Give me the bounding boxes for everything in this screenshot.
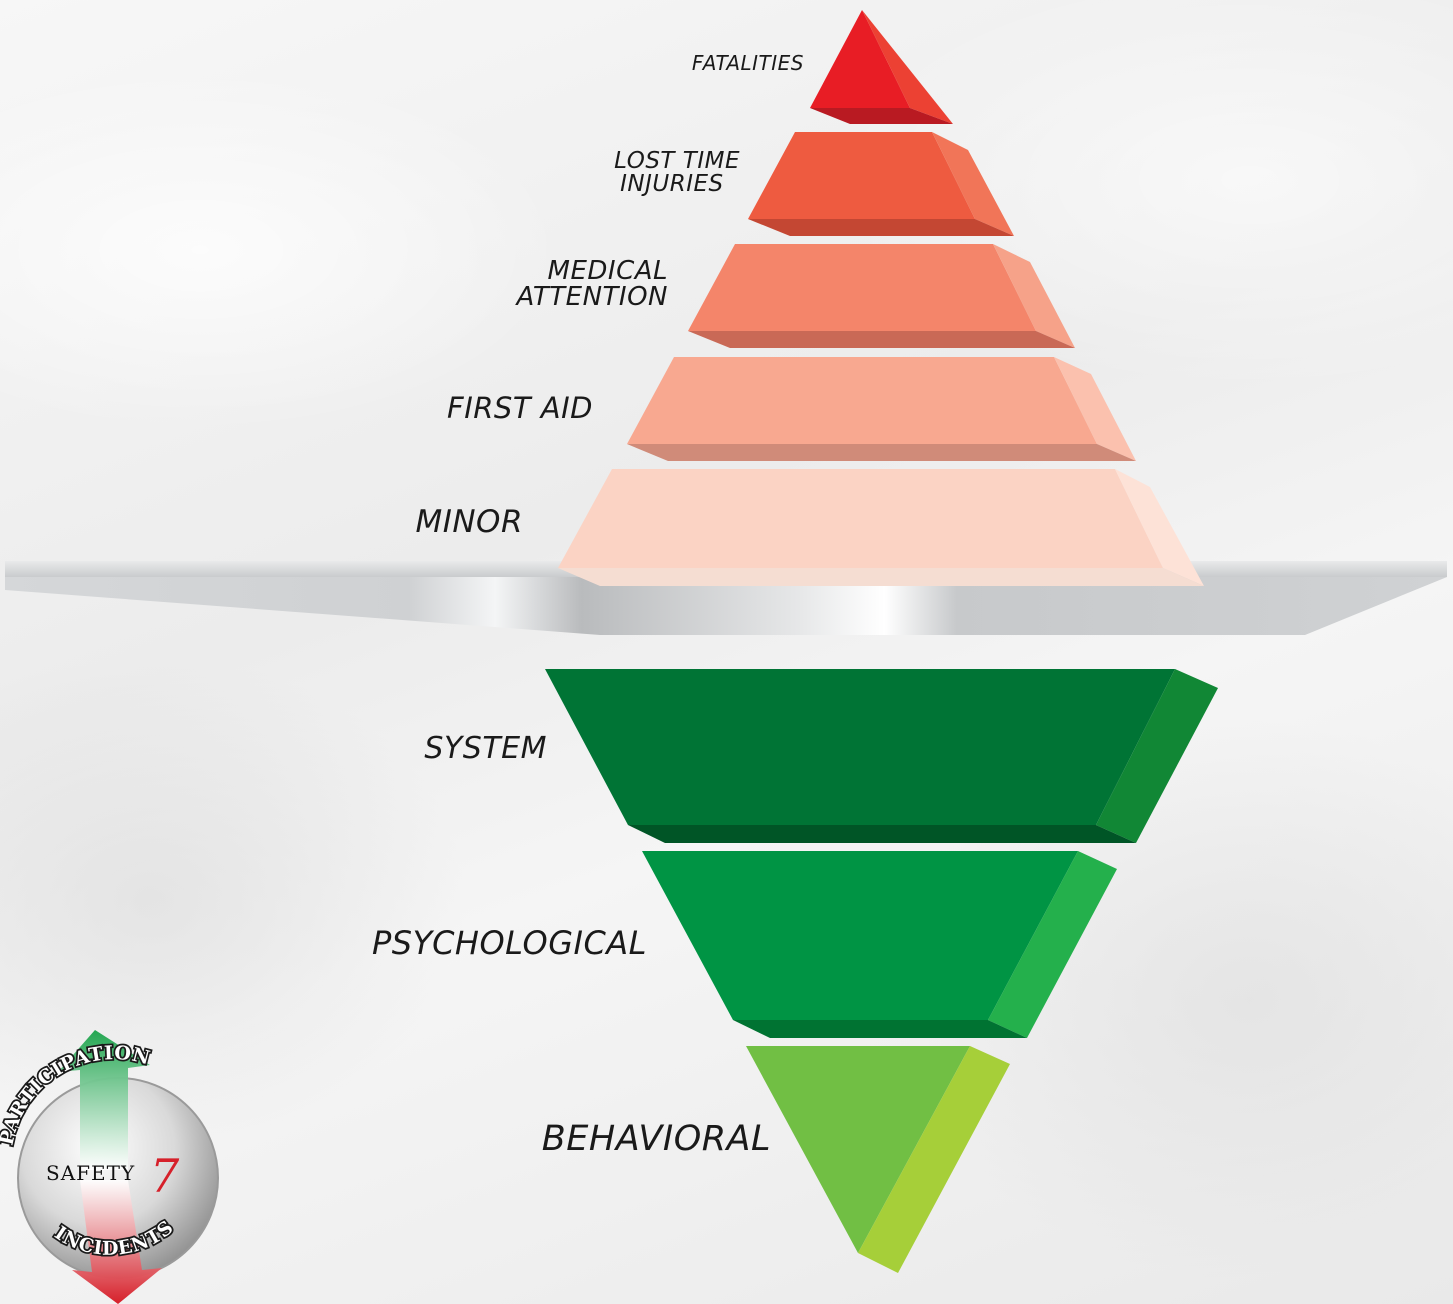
- pyramid-above-waterline: [558, 10, 1204, 586]
- label-lost-time-injuries-line-2: INJURIES: [620, 171, 724, 197]
- label-minor-line-1: MINOR: [415, 504, 523, 540]
- level-fatalities: [810, 10, 953, 124]
- label-behavioral: BEHAVIORAL: [542, 1122, 771, 1157]
- level-system-bottom: [628, 825, 1136, 843]
- level-minor: [558, 469, 1204, 586]
- label-first-aid-line-1: FIRST AID: [447, 391, 593, 425]
- level-fatalities-side: [862, 10, 953, 124]
- level-behavioral-side: [858, 1046, 1010, 1273]
- level-fatalities-face: [810, 10, 910, 108]
- level-medical-attention-face: [688, 244, 1036, 331]
- level-psychological-face: [642, 851, 1078, 1020]
- level-psychological-bottom: [733, 1020, 1027, 1038]
- label-lost-time-injuries: LOST TIME INJURIES: [614, 150, 740, 196]
- level-first-aid: [627, 357, 1136, 461]
- level-medical-attention-side: [993, 244, 1075, 348]
- level-lost-time-injuries-bottom: [748, 219, 1014, 236]
- pyramid-below-waterline: [545, 669, 1218, 1273]
- label-lost-time-injuries-line-1: LOST TIME: [614, 148, 740, 174]
- level-minor-face: [558, 469, 1163, 568]
- level-minor-side: [1115, 469, 1204, 586]
- level-lost-time-injuries-face: [748, 132, 975, 219]
- label-system: SYSTEM: [424, 734, 547, 764]
- label-first-aid: FIRST AID: [447, 394, 593, 423]
- label-medical-attention-line-1: MEDICAL: [547, 256, 668, 286]
- level-lost-time-injuries: [748, 132, 1014, 236]
- label-minor: MINOR: [415, 507, 523, 538]
- label-medical-attention: MEDICAL ATTENTION: [517, 258, 669, 310]
- label-psychological-line-1: PSYCHOLOGICAL: [371, 924, 647, 962]
- label-behavioral-line-1: BEHAVIORAL: [541, 1119, 771, 1159]
- level-minor-bottom: [558, 568, 1204, 586]
- logo-number: 7: [150, 1149, 180, 1203]
- level-behavioral-face: [746, 1046, 970, 1253]
- level-psychological-side: [988, 851, 1117, 1038]
- logo-up-arrow: [58, 1030, 150, 1170]
- level-lost-time-injuries-side: [932, 132, 1014, 236]
- level-behavioral: [746, 1046, 1010, 1273]
- level-psychological: [642, 851, 1117, 1038]
- level-first-aid-bottom: [627, 444, 1136, 461]
- level-first-aid-side: [1054, 357, 1136, 461]
- level-system-face: [545, 669, 1175, 825]
- label-fatalities-line-1: FATALITIES: [691, 51, 804, 75]
- label-psychological: PSYCHOLOGICAL: [372, 927, 647, 959]
- label-medical-attention-line-2: ATTENTION: [516, 282, 668, 312]
- level-system: [545, 669, 1218, 843]
- label-system-line-1: SYSTEM: [424, 731, 547, 766]
- level-medical-attention-bottom: [688, 331, 1075, 348]
- level-fatalities-bottom: [810, 108, 953, 124]
- label-fatalities: FATALITIES: [692, 53, 804, 73]
- level-first-aid-face: [627, 357, 1097, 444]
- safety-7-logo: PARTICIPATION SAFETY 7 INCIDENTS: [0, 1030, 219, 1304]
- logo-middle-text: SAFETY: [46, 1161, 135, 1185]
- level-medical-attention: [688, 244, 1075, 348]
- level-system-side: [1096, 669, 1218, 843]
- logo-down-arrow: [72, 1180, 162, 1304]
